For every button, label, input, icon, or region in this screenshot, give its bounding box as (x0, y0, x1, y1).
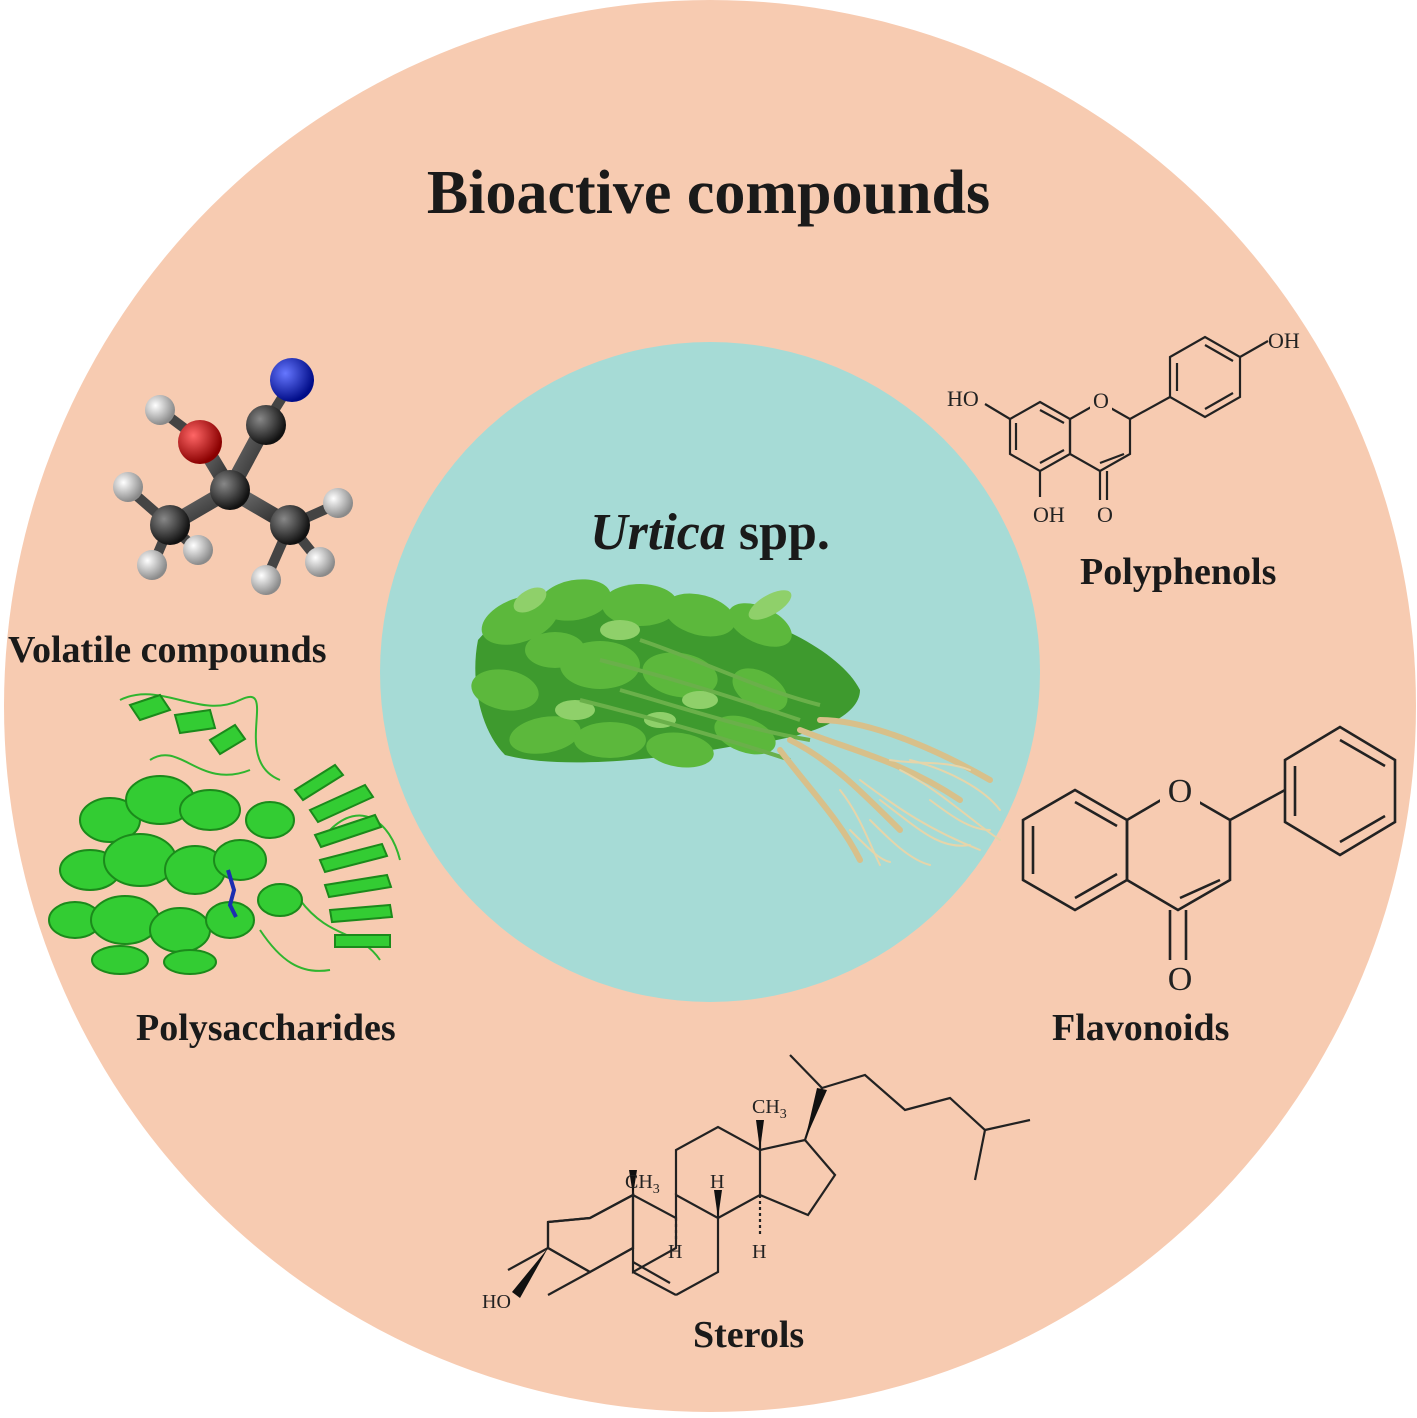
polyphenol-ring-o: O (1093, 388, 1109, 413)
label-polysaccharides: Polysaccharides (136, 1007, 396, 1049)
polyphenol-oh-top: OH (1268, 328, 1300, 353)
label-polyphenols: Polyphenols (1080, 551, 1277, 593)
polyphenol-ho-left: HO (947, 386, 979, 411)
diagram-title: Bioactive compounds (426, 159, 991, 227)
sterol-h-a: H (668, 1241, 682, 1263)
sterol-ch3-b: CH3 (752, 1096, 787, 1122)
polyphenol-carbonyl-o: O (1097, 502, 1113, 527)
label-flavonoids: Flavonoids (1052, 1007, 1230, 1049)
polyphenol-structure (984, 335, 1269, 500)
polyphenol-oh-bottom: OH (1033, 502, 1065, 527)
flavonoid-ring-o: O (1168, 773, 1193, 810)
genus-suffix: spp. (725, 504, 830, 561)
sterol-h-b: H (710, 1171, 724, 1193)
nettle-plant-illustration (471, 579, 1001, 866)
center-label: Urtica spp. (380, 503, 1040, 562)
sterol-ch3-a: CH3 (625, 1171, 660, 1197)
volatile-molecule-model (113, 358, 353, 595)
flavonoid-structure (1021, 725, 1397, 960)
sterol-ho: HO (482, 1291, 511, 1313)
protein-ribbon-structure (48, 693, 401, 975)
polyphenol-o-bg (1090, 390, 1112, 414)
flavonoid-o-bg (1160, 772, 1200, 808)
label-sterols: Sterols (693, 1314, 805, 1356)
genus-name: Urtica (590, 504, 726, 561)
sterol-wedges (512, 1088, 827, 1298)
sterol-h-c: H (752, 1241, 766, 1263)
label-volatile-compounds: Volatile compounds (8, 629, 327, 671)
flavonoid-carbonyl-o: O (1168, 961, 1193, 998)
